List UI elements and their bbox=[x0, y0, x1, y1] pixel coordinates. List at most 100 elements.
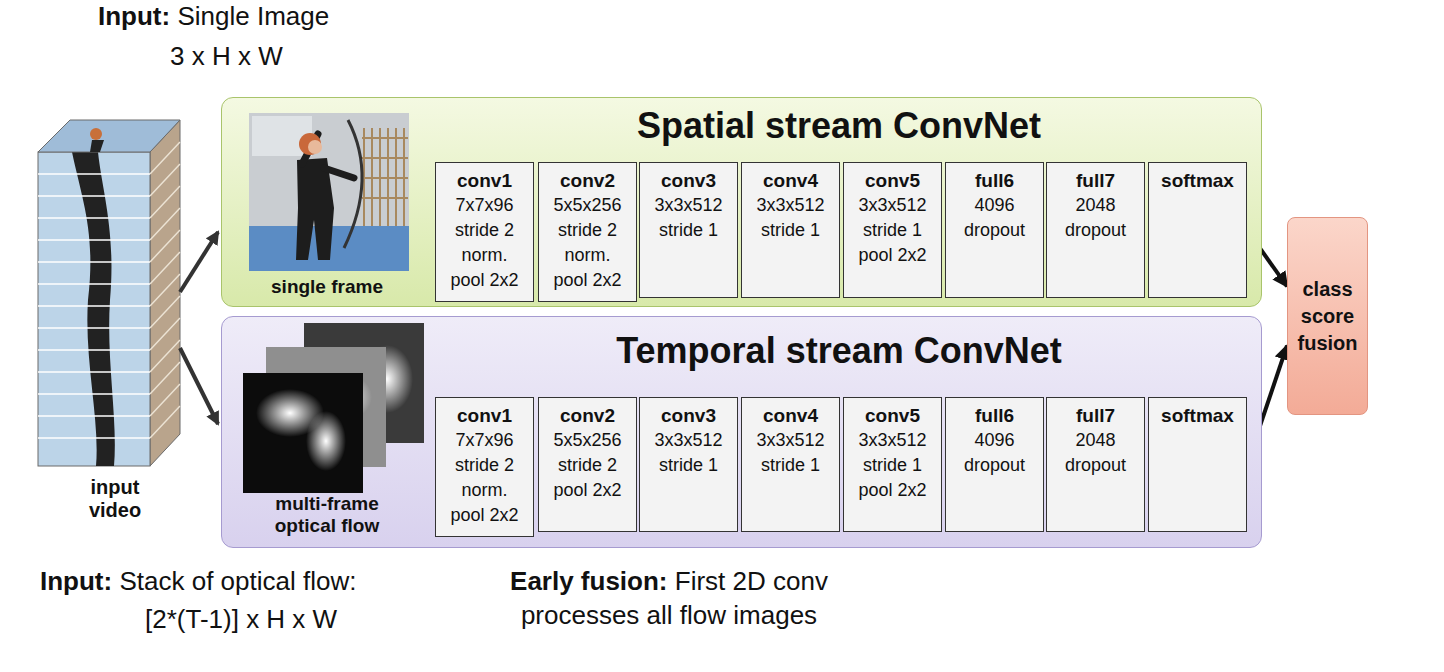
optical-flow-images bbox=[222, 317, 432, 497]
note-label: Single Image bbox=[177, 1, 329, 31]
note-label: Early fusion: bbox=[510, 566, 667, 596]
note-label: single frame bbox=[271, 276, 383, 297]
layer-name: conv5 bbox=[846, 403, 939, 428]
note-label: [2*(T-1)] x H x W bbox=[145, 604, 337, 634]
archer-arm bbox=[324, 168, 354, 178]
layer-box: full72048dropout bbox=[1046, 162, 1145, 298]
note-label: input video bbox=[89, 476, 141, 521]
layer-param: dropout bbox=[1049, 218, 1142, 243]
label-group: Input:Single Image bbox=[98, 0, 329, 34]
layer-name: conv1 bbox=[438, 403, 531, 428]
stack-side-lines bbox=[150, 142, 180, 438]
label-group: [2*(T-1)] x H x W bbox=[145, 603, 337, 637]
node-text-group: full64096dropout bbox=[948, 168, 1041, 243]
note-label: 3 x H x W bbox=[170, 41, 283, 71]
layer-box: conv33x3x512stride 1 bbox=[639, 397, 738, 532]
fusion-box: class score fusion bbox=[1287, 217, 1368, 415]
layer-box: conv53x3x512stride 1pool 2x2 bbox=[843, 397, 942, 532]
node-text-group: conv43x3x512stride 1 bbox=[744, 403, 837, 478]
layer-param: stride 2 bbox=[541, 218, 634, 243]
band-title: Temporal stream ConvNet bbox=[435, 330, 1243, 372]
layer-box: softmax bbox=[1148, 397, 1247, 532]
layer-param: 5x5x256 bbox=[541, 193, 634, 218]
layer-param: stride 1 bbox=[744, 453, 837, 478]
wall-bars bbox=[362, 128, 408, 226]
layer-param: 4096 bbox=[948, 193, 1041, 218]
layer-param: pool 2x2 bbox=[846, 243, 939, 268]
single-frame-image bbox=[222, 98, 422, 278]
node-text-group: full72048dropout bbox=[1049, 168, 1142, 243]
node-text-group: conv53x3x512stride 1pool 2x2 bbox=[846, 403, 939, 503]
split-arrow bbox=[180, 232, 218, 292]
node-text-group: conv33x3x512stride 1 bbox=[642, 403, 735, 478]
node-text-group: conv25x5x256stride 2norm.pool 2x2 bbox=[541, 168, 634, 293]
note-label: Input: bbox=[40, 566, 112, 596]
bow bbox=[344, 120, 362, 248]
note-label: multi-frame optical flow bbox=[275, 493, 380, 536]
layer-param: 7x7x96 bbox=[438, 428, 531, 453]
node-text-group: conv53x3x512stride 1pool 2x2 bbox=[846, 168, 939, 268]
archer-face bbox=[308, 140, 322, 154]
label-group: Early fusion:First 2D conv processes all… bbox=[464, 565, 874, 633]
layer-name: softmax bbox=[1151, 168, 1244, 193]
layer-name: full6 bbox=[948, 403, 1041, 428]
node-text-group: Temporal stream ConvNet bbox=[435, 330, 1243, 372]
flow-blob bbox=[306, 411, 346, 471]
layer-param: 3x3x512 bbox=[846, 428, 939, 453]
layer-name: conv2 bbox=[541, 403, 634, 428]
layer-name: full6 bbox=[948, 168, 1041, 193]
stack-frame-lines bbox=[38, 174, 150, 438]
note-label: Stack of optical flow: bbox=[119, 566, 356, 596]
layer-param: norm. bbox=[438, 243, 531, 268]
node-text-group: conv33x3x512stride 1 bbox=[642, 168, 735, 243]
layer-param: pool 2x2 bbox=[846, 478, 939, 503]
archer-body bbox=[296, 158, 334, 260]
label-group: single frame bbox=[271, 276, 383, 298]
archer-hair bbox=[299, 133, 321, 155]
stack-person-head bbox=[90, 128, 102, 140]
layer-name: full7 bbox=[1049, 168, 1142, 193]
frame-stack bbox=[38, 120, 180, 466]
stack-person-body bbox=[90, 140, 104, 152]
label-group: Input:Stack of optical flow: bbox=[40, 565, 356, 599]
layer-name: conv1 bbox=[438, 168, 531, 193]
layer-box: conv43x3x512stride 1 bbox=[741, 162, 840, 298]
layer-param: 5x5x256 bbox=[541, 428, 634, 453]
layer-param: 3x3x512 bbox=[744, 428, 837, 453]
layer-box: full72048dropout bbox=[1046, 397, 1145, 532]
node-text-group: class score fusion bbox=[1298, 276, 1358, 357]
layer-param: 7x7x96 bbox=[438, 193, 531, 218]
layer-name: conv2 bbox=[541, 168, 634, 193]
stack-front bbox=[38, 152, 150, 466]
node-text-group: Spatial stream ConvNet bbox=[435, 105, 1243, 147]
layer-param: 2048 bbox=[1049, 193, 1142, 218]
node-text-group: conv43x3x512stride 1 bbox=[744, 168, 837, 243]
layer-box: softmax bbox=[1148, 162, 1247, 298]
label-group: input video bbox=[89, 476, 141, 522]
stack-silhouette bbox=[72, 152, 115, 466]
layer-box: full64096dropout bbox=[945, 162, 1044, 298]
layer-param: norm. bbox=[438, 478, 531, 503]
layer-param: stride 1 bbox=[642, 453, 735, 478]
node-text-group: softmax bbox=[1151, 168, 1244, 193]
layer-name: conv4 bbox=[744, 403, 837, 428]
node-text-group: conv17x7x96stride 2norm.pool 2x2 bbox=[438, 403, 531, 528]
layer-box: conv25x5x256stride 2norm.pool 2x2 bbox=[538, 162, 637, 302]
layer-box: full64096dropout bbox=[945, 397, 1044, 532]
layer-box: conv53x3x512stride 1pool 2x2 bbox=[843, 162, 942, 298]
layer-param: pool 2x2 bbox=[541, 268, 634, 293]
band-title: Spatial stream ConvNet bbox=[435, 105, 1243, 147]
layer-param: stride 2 bbox=[438, 218, 531, 243]
stack-side bbox=[150, 120, 180, 466]
layer-param: pool 2x2 bbox=[438, 503, 531, 528]
layer-param: dropout bbox=[948, 218, 1041, 243]
layer-name: conv3 bbox=[642, 168, 735, 193]
node-text-group: full64096dropout bbox=[948, 403, 1041, 478]
layer-name: conv3 bbox=[642, 403, 735, 428]
node-text-group: conv17x7x96stride 2norm.pool 2x2 bbox=[438, 168, 531, 293]
layer-param: stride 1 bbox=[846, 218, 939, 243]
label-group: multi-frame optical flow bbox=[252, 493, 402, 537]
stream-band: Spatial stream ConvNetconv17x7x96stride … bbox=[221, 97, 1262, 307]
layer-param: dropout bbox=[1049, 453, 1142, 478]
